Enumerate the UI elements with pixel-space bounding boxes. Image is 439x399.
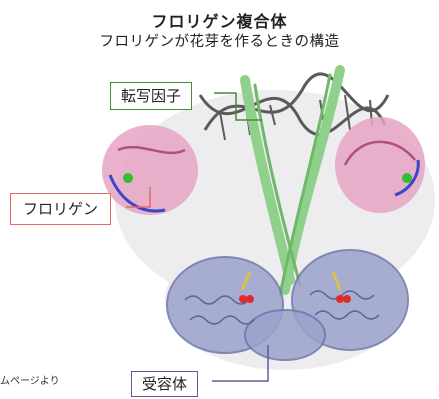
label-receptor: 受容体	[131, 371, 198, 397]
florigen-right	[335, 117, 425, 213]
label-florigen: フロリゲン	[10, 193, 111, 225]
source-note: ムページより	[0, 372, 60, 387]
label-transcription-factor: 転写因子	[110, 82, 192, 110]
